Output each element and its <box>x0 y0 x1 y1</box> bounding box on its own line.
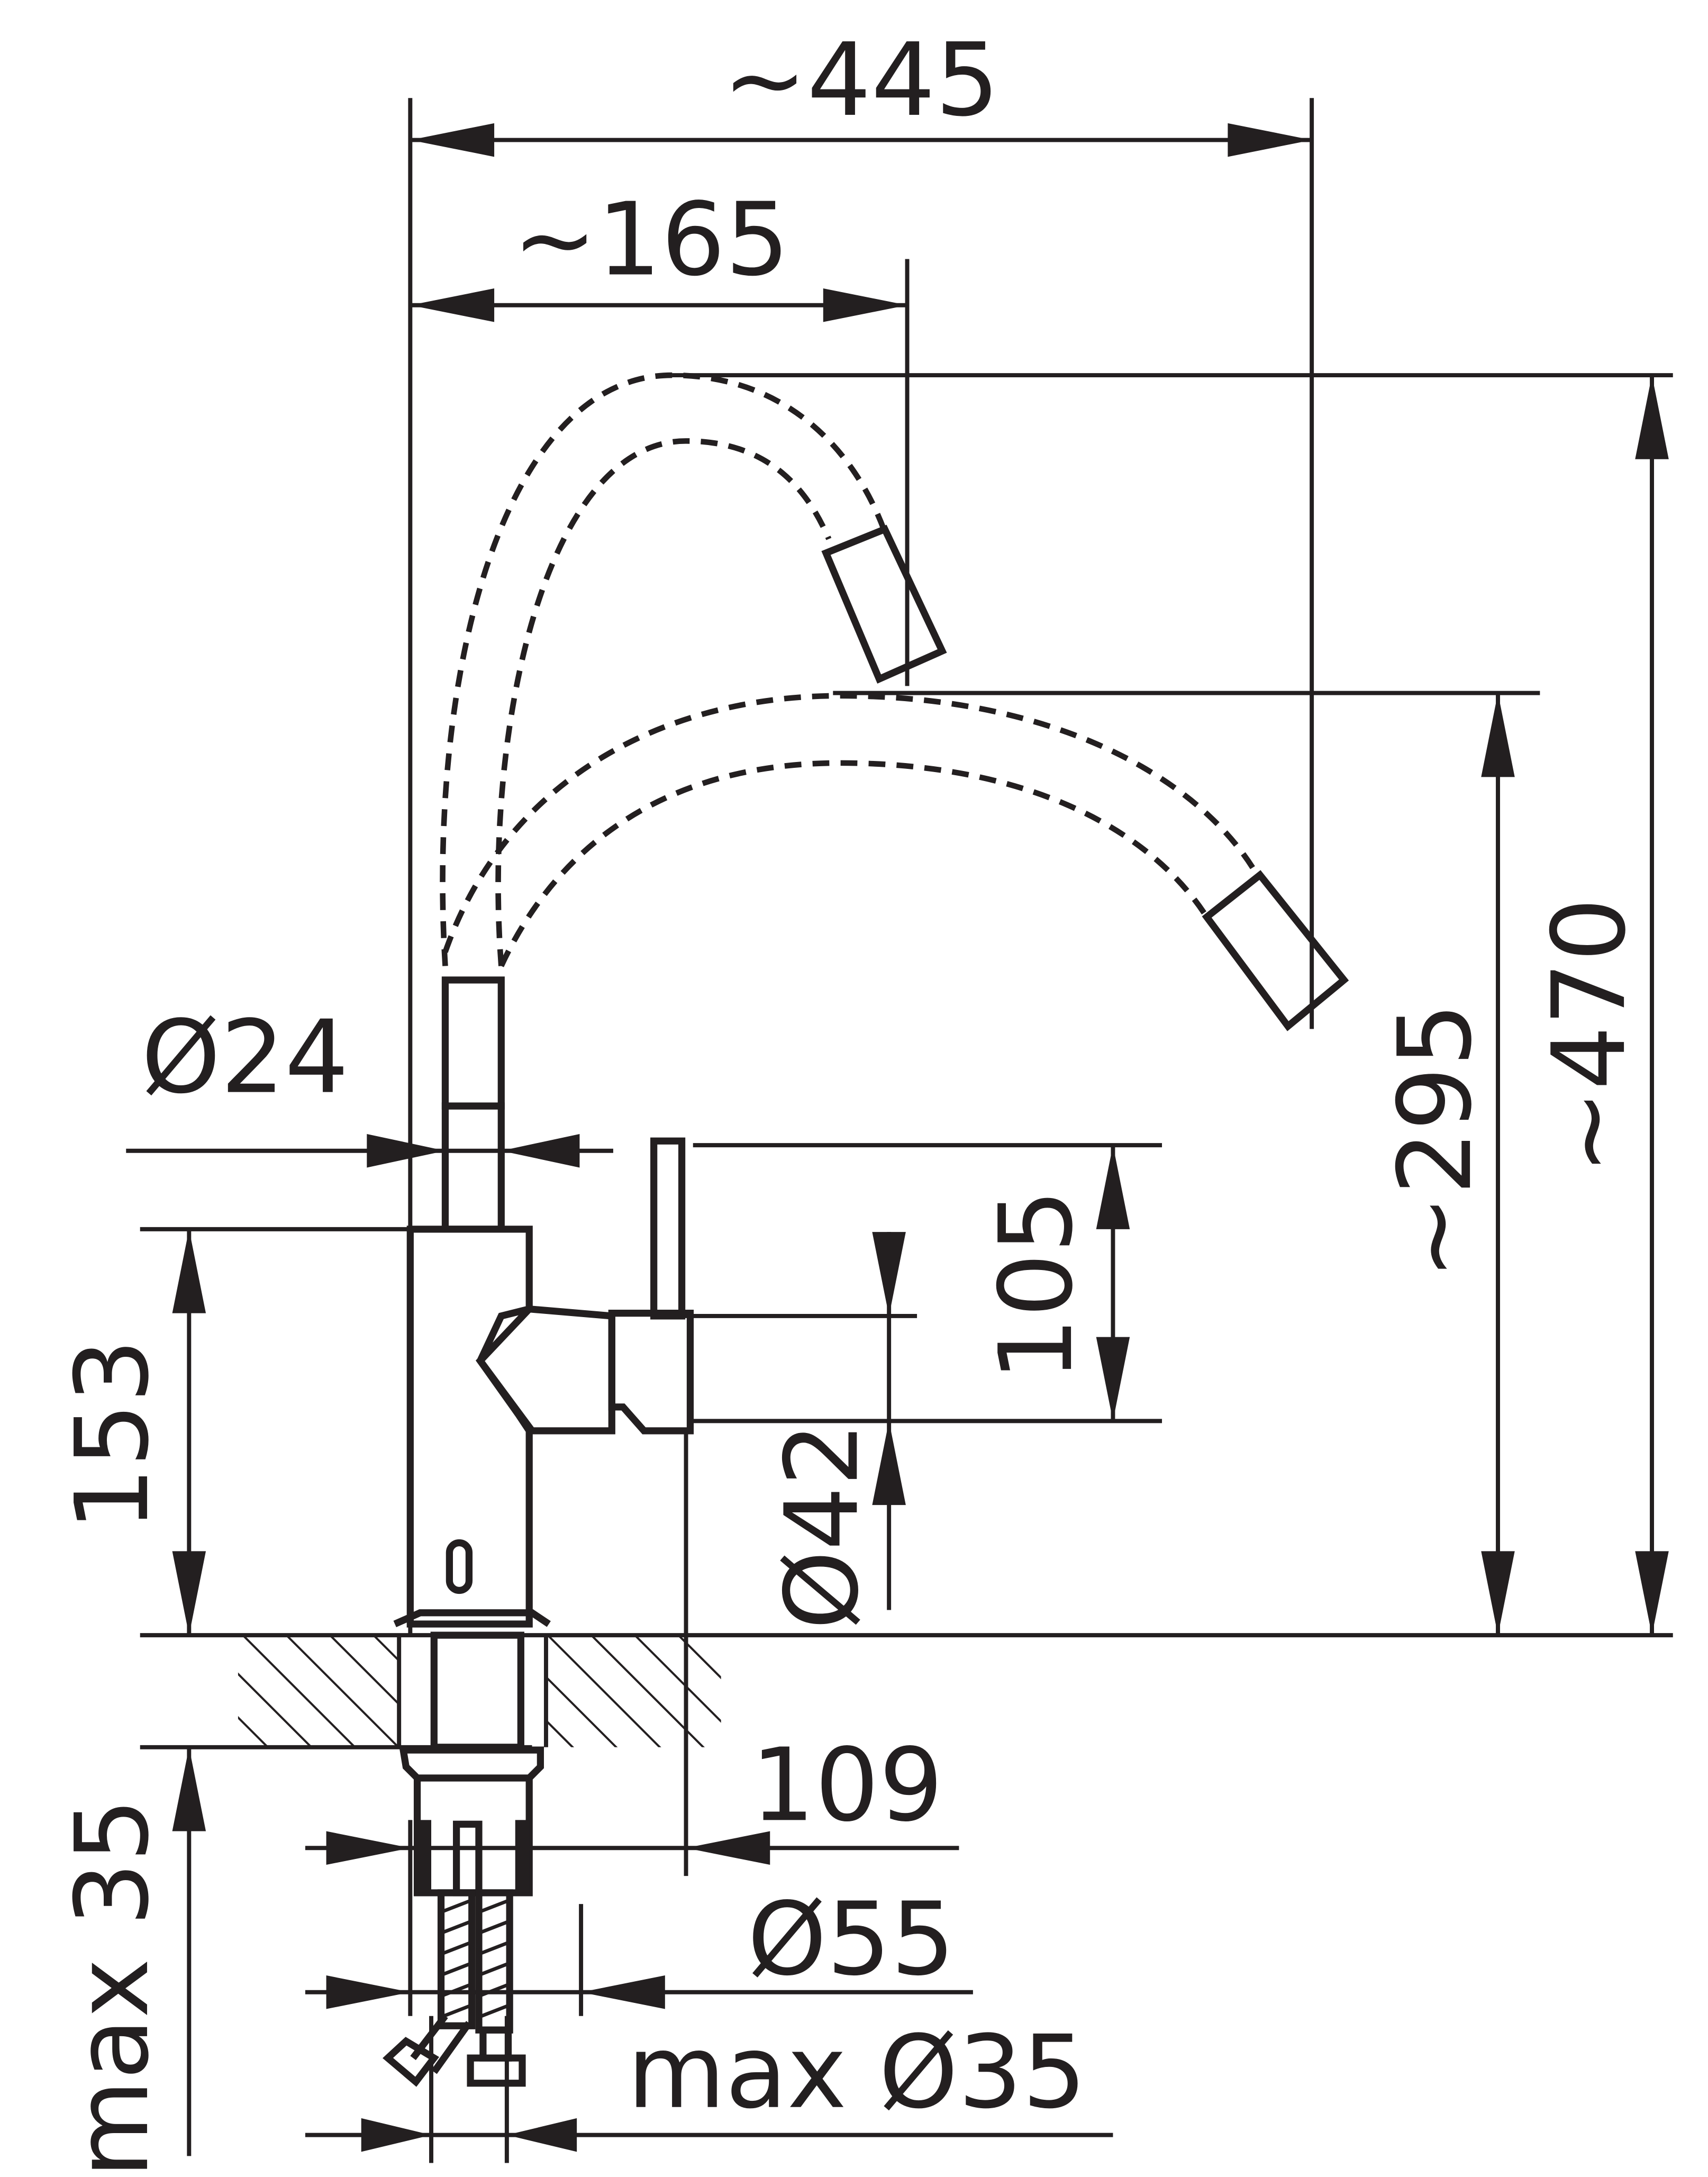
dimension-body-height: 153 <box>53 1229 206 1636</box>
faucet-body <box>406 976 694 1628</box>
dimension-spout-height: ~295 <box>1376 693 1515 1636</box>
dimension-lever-height: 105 <box>977 1145 1130 1421</box>
dimension-body-depth: 109 <box>305 1726 959 1865</box>
dimension-spout-diameter: Ø24 <box>126 999 613 1168</box>
dimension-label: Ø24 <box>141 999 349 1116</box>
dimension-label: 105 <box>977 1189 1095 1382</box>
dimension-total-height: ~470 <box>1530 375 1669 1636</box>
dimension-upper-reach: ~165 <box>410 181 907 322</box>
dimension-label: max Ø35 <box>627 2013 1086 2131</box>
dimension-label: Ø42 <box>763 1422 880 1630</box>
mounting-and-hoses <box>383 1746 544 2087</box>
dimension-label: ~295 <box>1376 1003 1494 1280</box>
dimension-label: ~445 <box>723 21 1000 139</box>
dimension-label: 153 <box>53 1339 171 1531</box>
dimension-base-diameter: Ø55 <box>305 1880 973 2009</box>
dimension-label: Ø55 <box>748 1880 955 1998</box>
dimension-label: ~470 <box>1530 897 1648 1174</box>
dimension-counter-thickness: max 35 <box>53 1747 206 2177</box>
dimension-total-reach: ~445 <box>410 21 1312 157</box>
dimension-hole-diameter: max Ø35 <box>305 2013 1113 2152</box>
flexible-spout-positions <box>440 372 1349 1031</box>
countertop-section <box>238 1609 721 1751</box>
dimension-label: 109 <box>751 1726 943 1844</box>
dimension-lever-diameter: Ø42 <box>763 1232 906 1630</box>
dimension-label: max 35 <box>53 1798 171 2177</box>
dimension-label: ~165 <box>513 181 789 298</box>
